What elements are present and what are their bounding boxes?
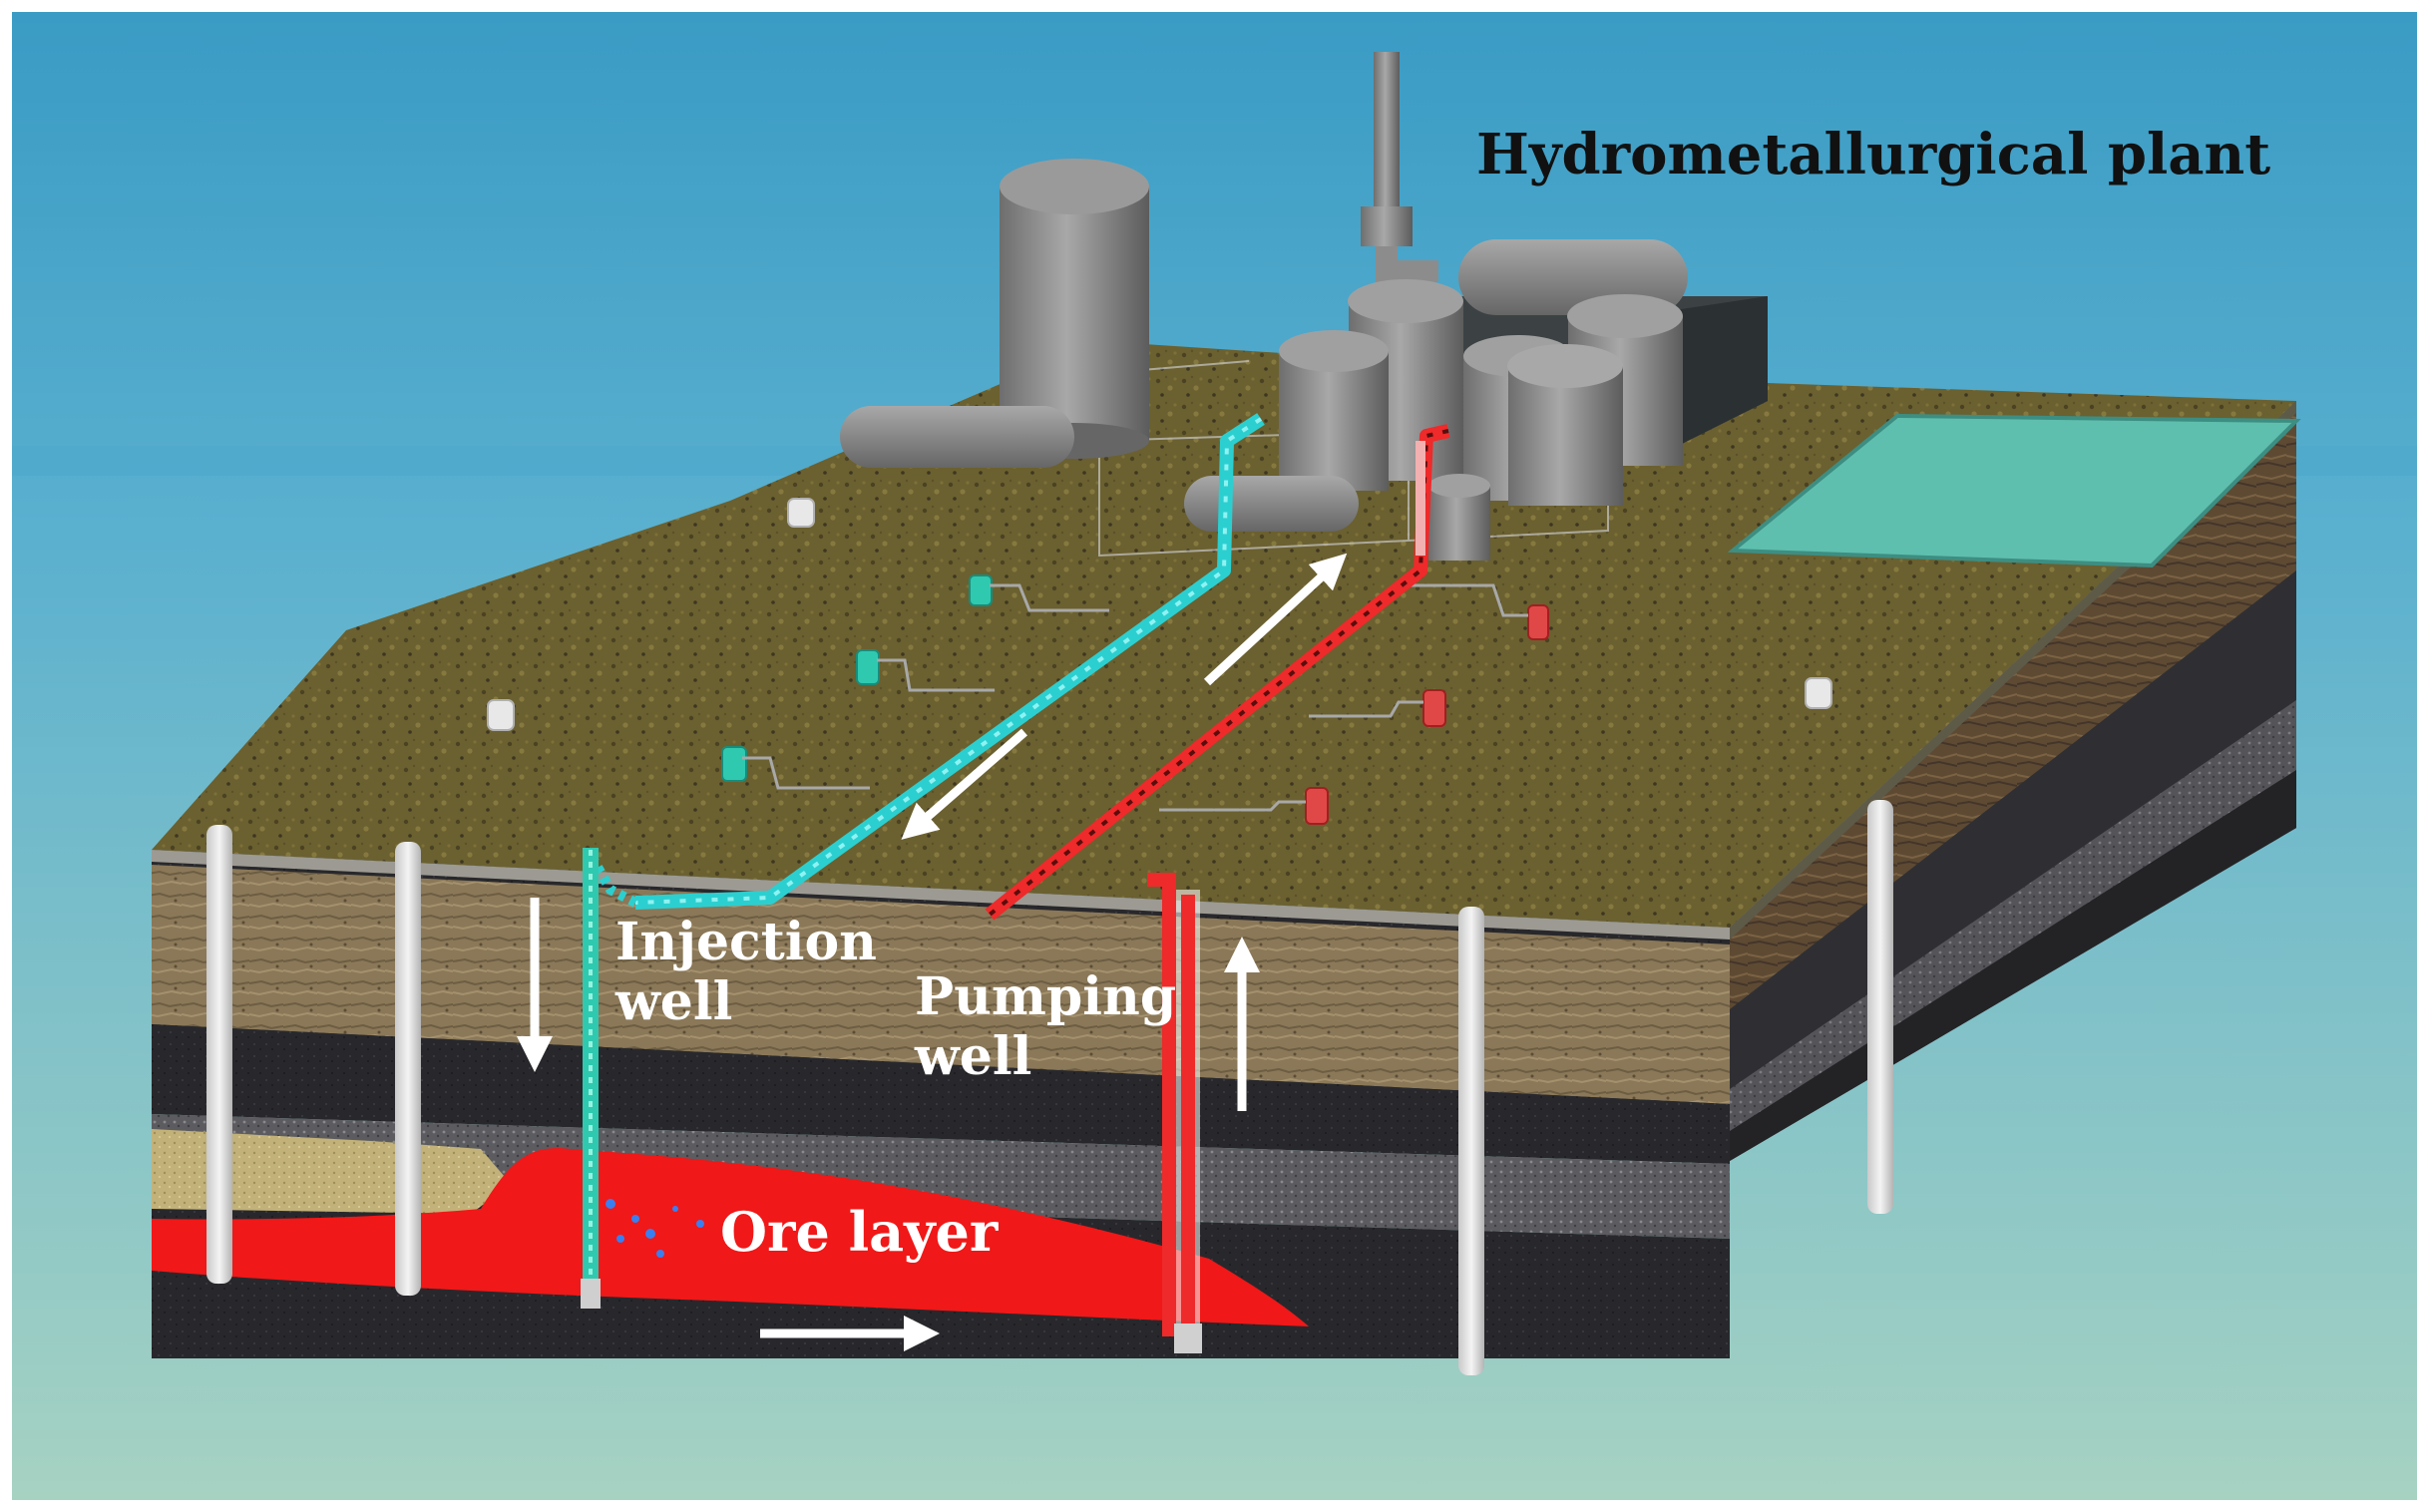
wellheads: [487, 498, 1832, 825]
label-plant: Hydrometallurgical plant: [1476, 122, 2270, 188]
injection-well: [581, 848, 601, 1309]
injection-wellhead: [721, 574, 993, 782]
pumping-pipeline: [985, 424, 1450, 1336]
ground-edge: [152, 850, 1730, 940]
diagram-frame: Hydrometallurgical plant Injection well …: [12, 12, 2417, 1500]
pumping-well: [1174, 890, 1202, 1353]
arrow-plant-to-injection: [901, 728, 1027, 840]
pumping-wellhead: [1305, 604, 1549, 825]
pond: [1727, 413, 2301, 568]
surface-pipes: [742, 583, 1528, 812]
label-ore-layer: Ore layer: [720, 1200, 999, 1264]
ground-surface: [152, 341, 2296, 928]
flow-arrows: [517, 553, 1348, 1351]
gravel-layer: [152, 1114, 1730, 1239]
label-pumping-line1: Pumping: [915, 966, 1176, 1027]
arrow-surface-to-plant: [1203, 553, 1348, 686]
plant-tanks: [1184, 279, 1683, 561]
isr-mining-diagram: Hydrometallurgical plant Injection well …: [12, 12, 2417, 1500]
ore-layer: [152, 1148, 1309, 1326]
chimney: [1361, 52, 1438, 282]
monitoring-wells: [206, 800, 1893, 1375]
monitoring-wellhead: [487, 498, 1832, 731]
label-injection-line1: Injection: [615, 912, 877, 972]
label-injection-line2: well: [614, 971, 732, 1032]
injection-pipeline: [586, 413, 1265, 910]
label-pumping-line2: well: [914, 1026, 1031, 1087]
horizontal-tank-left: [840, 406, 1074, 468]
